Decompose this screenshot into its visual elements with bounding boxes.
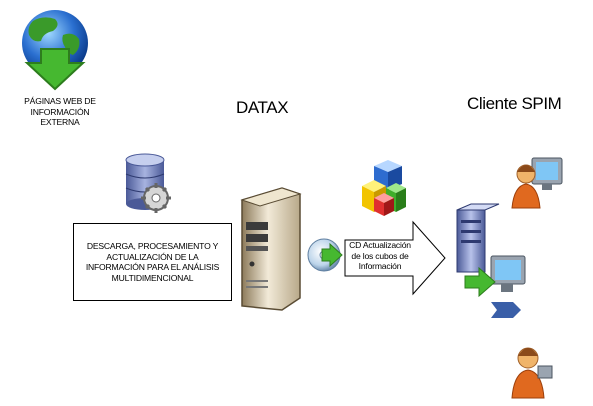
client-server-icon [456, 203, 526, 318]
cd-update-label: CD Actualización de los cubos de Informa… [340, 240, 420, 272]
process-box-line: MULTIDIMENCIONAL [111, 272, 194, 283]
update-arrow [344, 220, 446, 296]
web-source-label: PÁGINAS WEB DE INFORMACIÓN EXTERNA [5, 96, 115, 128]
web-source-label-line: PÁGINAS WEB DE [24, 96, 96, 106]
server-title: DATAX [236, 98, 289, 117]
user-computer-icon [511, 157, 563, 209]
process-box-line: DESCARGA, PROCESAMIENTO Y [86, 241, 219, 251]
web-source-label-line: INFORMACIÓN [30, 106, 90, 117]
globe-download-icon [22, 10, 88, 91]
cd-update-label-line: Información [358, 261, 402, 271]
process-box: DESCARGA, PROCESAMIENTO Y ACTUALIZACIÓN … [73, 223, 232, 301]
database-gear-icon [125, 153, 171, 213]
client-title: Cliente SPIM [467, 94, 562, 113]
user-icon [511, 347, 553, 399]
server-tower-icon [240, 187, 302, 311]
cd-update-label-line: de los cubos de [351, 250, 409, 261]
process-box-line: INFORMACIÓN PARA EL ANÁLISIS [85, 262, 220, 272]
cd-update-label-line: CD Actualización [349, 240, 411, 250]
cube-blocks-icon [362, 160, 406, 216]
process-box-line: ACTUALIZACIÓN DE LA [106, 251, 199, 262]
cd-icon [307, 238, 343, 272]
web-source-label-line: EXTERNA [40, 117, 80, 127]
